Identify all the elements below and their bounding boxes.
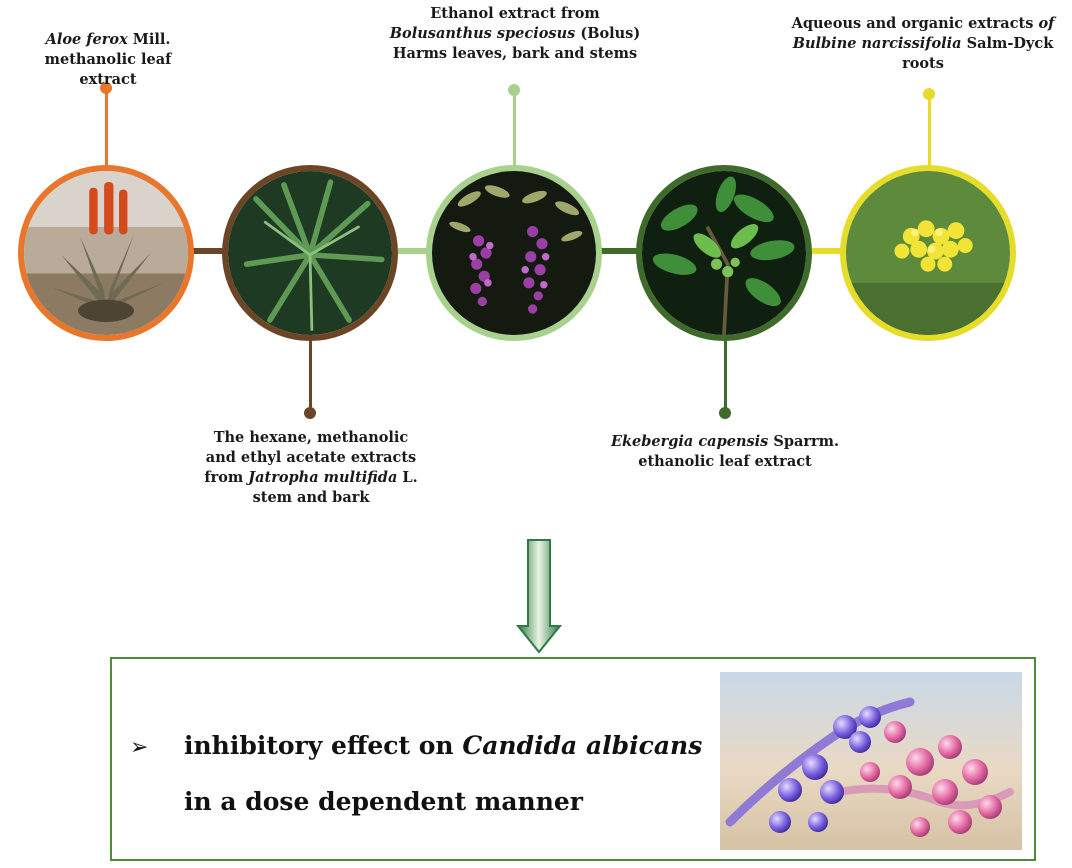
label-bolusanthus-line3: Harms leaves, bark and stems (392, 45, 638, 62)
label-ekebergia-post1: Sparrm. (768, 433, 840, 450)
connector-bolusanthus-ekebergia (600, 248, 640, 254)
pin-dot-jatropha (304, 407, 316, 419)
label-bolusanthus-italic: Bolusanthus speciosus (389, 25, 576, 42)
label-jatropha-line1: The hexane, methanolic (213, 429, 409, 446)
label-aloe-italic: Aloe ferox (45, 31, 128, 48)
pin-line-aloe (105, 92, 108, 172)
label-jatropha-post3: L. (397, 469, 418, 486)
label-jatropha-line4: stem and bark (252, 489, 370, 506)
result-line2: in a dose dependent manner (184, 787, 583, 816)
bulbine-narcissifolia-photo (840, 165, 1016, 341)
result-line1-italic: Candida albicans (462, 731, 703, 760)
jatropha-multifida-photo (222, 165, 398, 341)
pin-dot-aloe (100, 82, 112, 94)
label-jatropha-italic: Jatropha multifida (248, 469, 398, 486)
bullet-arrow-icon: ➢ (130, 735, 149, 760)
label-bulbine-of: of (1038, 15, 1055, 32)
label-ekebergia-line2: ethanolic leaf extract (638, 453, 812, 470)
pin-dot-bolusanthus (508, 84, 520, 96)
connector-jatropha-bolusanthus (398, 248, 428, 254)
pin-line-ekebergia (724, 330, 727, 414)
label-bulbine-pre1: Aqueous and organic extracts (791, 15, 1039, 32)
connector-ekebergia-bulbine (812, 248, 848, 254)
label-bolusanthus-post2: (Bolus) (575, 25, 641, 42)
label-aloe-ferox: Aloe ferox Mill. methanolic leaf extract (18, 30, 198, 90)
label-ekebergia-italic: Ekebergia capensis (610, 433, 769, 450)
ekebergia-capensis-photo (636, 165, 812, 341)
bolusanthus-speciosus-photo (426, 165, 602, 341)
down-arrow-icon (516, 539, 562, 654)
connector-aloe-jatropha (190, 248, 226, 254)
label-jatropha-pre3: from (204, 469, 249, 486)
pin-line-bulbine (928, 98, 931, 174)
label-ekebergia-capensis: Ekebergia capensis Sparrm. ethanolic lea… (590, 432, 860, 472)
label-jatropha-line2: and ethyl acetate extracts (205, 449, 417, 466)
result-line1: inhibitory effect on Candida albicans (184, 731, 702, 761)
label-bolusanthus-speciosus: Ethanol extract from Bolusanthus specios… (380, 4, 650, 64)
label-bulbine-narcissifolia: Aqueous and organic extracts of Bulbine … (776, 14, 1070, 74)
candida-albicans-image (720, 672, 1022, 850)
aloe-ferox-photo (18, 165, 194, 341)
pin-line-jatropha (309, 330, 312, 414)
label-bulbine-post2: Salm-Dyck (961, 35, 1054, 52)
label-jatropha-multifida: The hexane, methanolic and ethyl acetate… (196, 428, 426, 508)
label-bulbine-line3: roots (902, 55, 944, 72)
pin-line-bolusanthus (513, 94, 516, 174)
label-bulbine-italic: Bulbine narcissifolia (792, 35, 962, 52)
result-line1-pre: inhibitory effect on (184, 731, 463, 760)
label-aloe-rest: Mill. (127, 31, 171, 48)
pin-dot-ekebergia (719, 407, 731, 419)
pin-dot-bulbine (923, 88, 935, 100)
label-aloe-line2: methanolic leaf extract (44, 51, 172, 88)
label-bolusanthus-line1: Ethanol extract from (430, 5, 600, 22)
